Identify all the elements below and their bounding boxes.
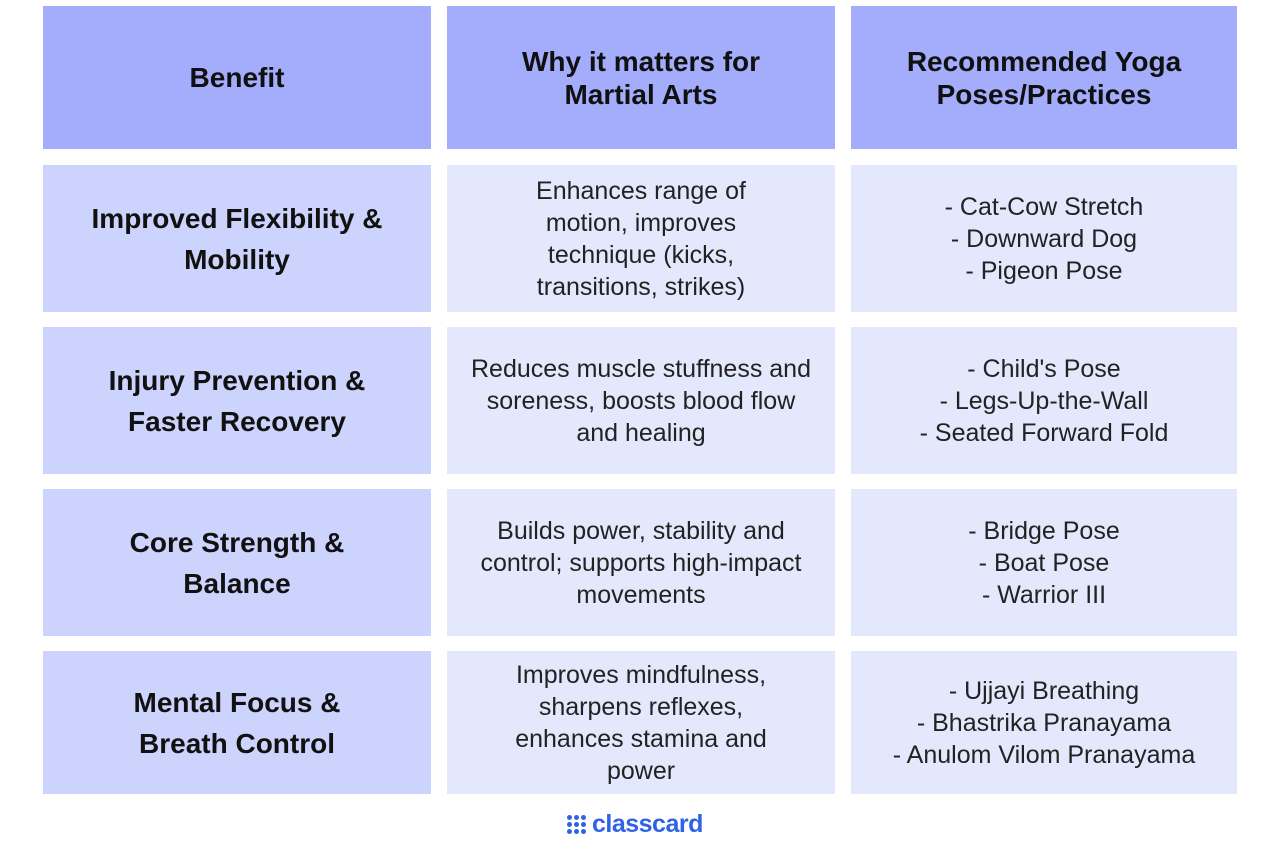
row-4-benefit: Mental Focus & Breath Control <box>43 651 431 794</box>
row-4-pose-3: - Anulom Vilom Pranayama <box>892 740 1196 769</box>
dots-grid-icon <box>567 815 586 834</box>
row-1-why: Enhances range of motion, improves techn… <box>447 165 835 312</box>
row-3-pose-3: - Warrior III <box>981 580 1107 609</box>
classcard-logo: classcard <box>567 810 703 839</box>
row-1-benefit: Improved Flexibility & Mobility <box>43 165 431 312</box>
row-1-pose-1: - Cat-Cow Stretch <box>944 192 1144 221</box>
logo-text: classcard <box>592 810 703 838</box>
row-4-pose-2: - Bhastrika Pranayama <box>916 708 1172 737</box>
header-why: Why it matters for Martial Arts <box>447 6 835 149</box>
row-3-why: Builds power, stability and control; sup… <box>447 489 835 636</box>
row-3-benefit: Core Strength & Balance <box>43 489 431 636</box>
row-4-poses: - Ujjayi Breathing - Bhastrika Pranayama… <box>851 651 1237 794</box>
row-3-pose-1: - Bridge Pose <box>968 516 1120 545</box>
row-3-poses: - Bridge Pose - Boat Pose - Warrior III <box>851 489 1237 636</box>
row-2-pose-2: - Legs-Up-the-Wall <box>939 386 1149 415</box>
row-2-pose-3: - Seated Forward Fold <box>919 418 1169 447</box>
row-4-why: Improves mindfulness, sharpens reflexes,… <box>447 651 835 794</box>
row-1-pose-2: - Downward Dog <box>950 224 1138 253</box>
benefits-table: Benefit Why it matters for Martial Arts … <box>43 6 1237 794</box>
row-2-pose-1: - Child's Pose <box>967 354 1121 383</box>
row-2-benefit: Injury Prevention & Faster Recovery <box>43 327 431 474</box>
header-poses: Recommended Yoga Poses/Practices <box>851 6 1237 149</box>
header-benefit: Benefit <box>43 6 431 149</box>
row-1-pose-3: - Pigeon Pose <box>965 256 1123 285</box>
row-3-pose-2: - Boat Pose <box>978 548 1110 577</box>
row-2-poses: - Child's Pose - Legs-Up-the-Wall - Seat… <box>851 327 1237 474</box>
row-2-why: Reduces muscle stuffness and soreness, b… <box>447 327 835 474</box>
row-1-poses: - Cat-Cow Stretch - Downward Dog - Pigeo… <box>851 165 1237 312</box>
row-4-pose-1: - Ujjayi Breathing <box>948 676 1140 705</box>
